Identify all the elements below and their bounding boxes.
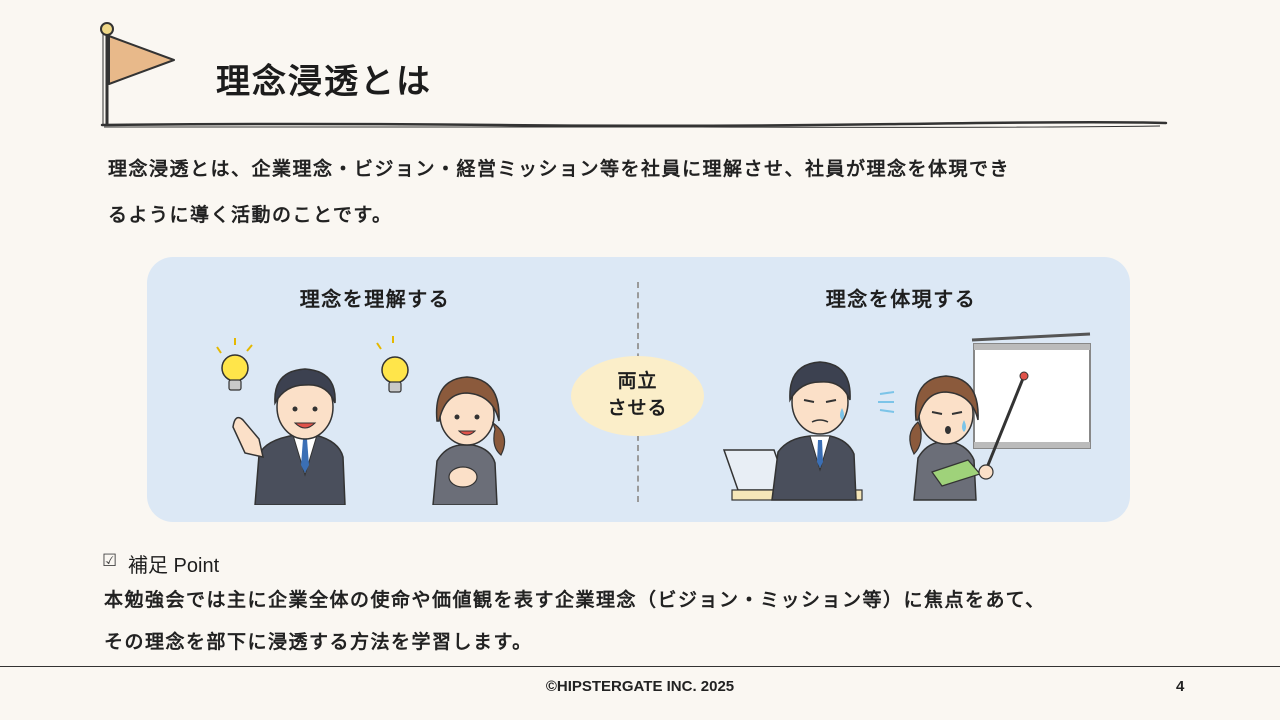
balance-text-line-1: 両立 (617, 370, 658, 392)
intro-text-line-2: るように導く活動のことです。 (108, 204, 393, 226)
lightbulb-icon (376, 336, 409, 393)
page-title: 理念浸透とは (216, 62, 432, 102)
embodying-people-illustration (722, 332, 1091, 501)
embody-heading: 理念を体現する (825, 287, 977, 311)
supplement-point-label: 補足 Point (128, 555, 220, 577)
understand-heading: 理念を理解する (299, 287, 451, 311)
checkbox-icon: ☑ (102, 551, 118, 571)
footer-divider (0, 666, 1280, 667)
balance-text-line-2: させる (607, 397, 668, 419)
title-underline (100, 120, 1168, 128)
flag-icon (100, 22, 175, 126)
lightbulb-icon (216, 338, 253, 391)
intro-text-line-1: 理念浸透とは、企業理念・ビジョン・経営ミッション等を社員に理解させ、社員が理念を… (108, 158, 1011, 180)
page-number: 4 (1176, 678, 1185, 695)
supplement-text-line-2: その理念を部下に浸透する方法を学習します。 (104, 631, 533, 653)
copyright-text: ©HIPSTERGATE INC. 2025 (545, 678, 735, 695)
balance-badge (571, 356, 704, 436)
supplement-text-line-1: 本勉強会では主に企業全体の使命や価値観を表す企業理念（ビジョン・ミッション等）に… (104, 589, 1046, 611)
understanding-people-illustration (216, 336, 506, 505)
